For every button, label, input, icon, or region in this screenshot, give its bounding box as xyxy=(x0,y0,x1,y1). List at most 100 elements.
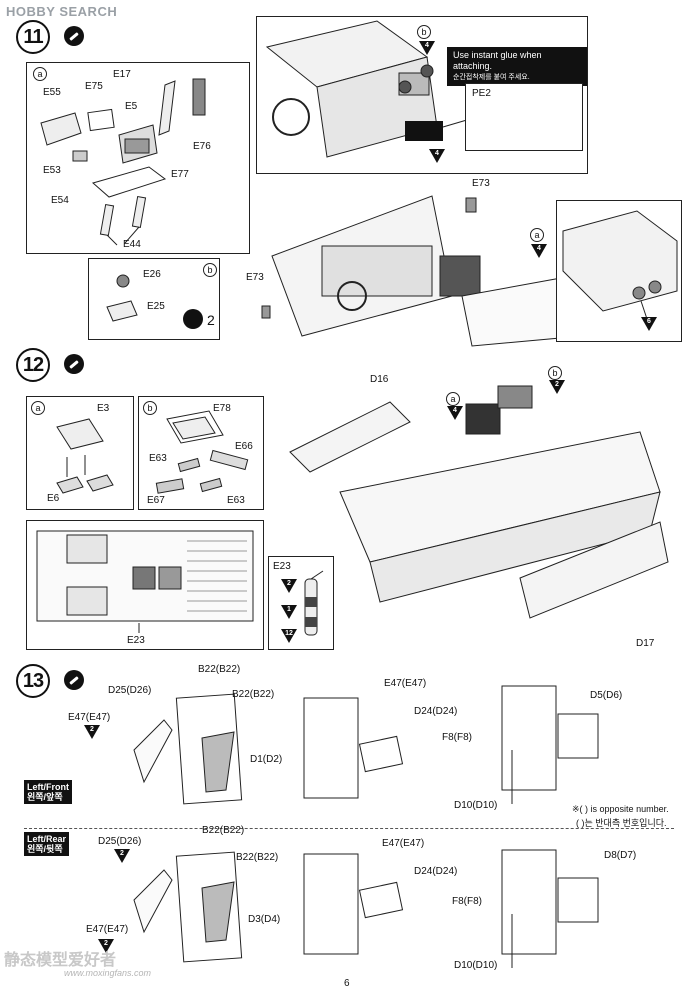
step12-plan-view: E23 xyxy=(26,520,264,650)
order-marker: 2 xyxy=(84,725,100,739)
part-label: E66 xyxy=(235,441,253,452)
row2-door3-drawing xyxy=(501,849,599,968)
order-marker: 1 xyxy=(281,605,297,619)
part-label: D8(D7) xyxy=(604,850,637,861)
part-label: E55 xyxy=(43,87,61,98)
part-label: E78 xyxy=(213,403,231,414)
part-label: D10(D10) xyxy=(454,960,498,971)
part-label: E26 xyxy=(143,269,161,280)
step11-right-inset: 6 xyxy=(556,200,682,342)
sub-label-a: a xyxy=(31,401,45,415)
extinguisher-drawing xyxy=(304,570,324,636)
step12-extinguisher: E23 2 1 12 xyxy=(268,556,334,650)
part-label: B22(B22) xyxy=(236,852,279,863)
watermark-url: www.moxingfans.com xyxy=(64,968,152,978)
sub-label-b: b xyxy=(203,263,217,277)
part-label: E5 xyxy=(125,101,138,112)
order-marker: 6 xyxy=(641,317,657,331)
step-12-number: 12 xyxy=(16,348,50,382)
part-label: E44 xyxy=(123,239,141,250)
sub-label-b: b xyxy=(548,366,562,380)
sub-label-a: a xyxy=(446,392,460,406)
order-marker: 2 xyxy=(549,380,565,394)
part-label: E6 xyxy=(47,493,60,504)
part-label: E73 xyxy=(472,178,490,189)
row-divider xyxy=(24,828,674,829)
step12-main-drawing xyxy=(289,385,669,619)
glue-icon xyxy=(64,26,84,46)
side-tag: Left/Front 왼쪽/앞쪽 xyxy=(24,780,72,804)
order-marker: 12 xyxy=(281,629,297,643)
site-logo: HOBBY SEARCH xyxy=(6,4,118,19)
order-marker: 4 xyxy=(447,406,463,420)
part-label: E73 xyxy=(246,272,264,283)
glue-note-en: Use instant glue when attaching. xyxy=(453,50,542,71)
side-tag-en: Left/Rear xyxy=(27,834,67,844)
order-marker: 4 xyxy=(531,244,547,258)
step12-box-a: a E3 E6 xyxy=(26,396,134,510)
part-label: E23 xyxy=(127,635,145,646)
step12-box-a-drawing xyxy=(56,418,114,494)
part-label: F8(F8) xyxy=(452,896,482,907)
part-label: D1(D2) xyxy=(250,754,283,765)
part-label: E3 xyxy=(97,403,110,414)
part-label: E63 xyxy=(227,495,245,506)
order-marker: 2 xyxy=(98,939,114,953)
part-label: D17 xyxy=(636,638,655,649)
sub-label-a: a xyxy=(530,228,544,242)
pe2-callout: PE2 xyxy=(465,83,583,151)
part-label: E47(E47) xyxy=(382,838,425,849)
glue-icon xyxy=(64,354,84,374)
sub-label-a: a xyxy=(33,67,47,81)
part-label: D24(D24) xyxy=(414,706,458,717)
step11-box-b-drawing xyxy=(106,274,203,329)
part-label: D25(D26) xyxy=(108,685,152,696)
mark-count: 2 xyxy=(207,312,215,328)
part-label: E75 xyxy=(85,81,103,92)
row1-door3-drawing xyxy=(501,685,599,804)
step-11-number: 11 xyxy=(16,20,50,54)
part-label: E47(E47) xyxy=(86,924,129,935)
part-label: B22(B22) xyxy=(198,664,241,675)
side-tag-ko: 왼쪽/앞쪽 xyxy=(27,792,63,802)
opposite-note-ko: ( )는 반대측 번호입니다. xyxy=(576,818,667,828)
sub-label-b: b xyxy=(417,25,431,39)
step11-box-b: b E26 E25 2 xyxy=(88,258,220,340)
row2-door2-drawing xyxy=(303,853,404,955)
part-label: D3(D4) xyxy=(248,914,281,925)
glue-note: Use instant glue when attaching. 순간접착제를 … xyxy=(447,47,587,86)
part-label: D25(D26) xyxy=(98,836,142,847)
part-label: E23 xyxy=(273,561,291,572)
part-label: B22(B22) xyxy=(202,825,245,836)
step12-box-b: b E78 E63 E66 E67 E63 xyxy=(138,396,264,510)
part-label: B22(B22) xyxy=(232,689,275,700)
part-label: E63 xyxy=(149,453,167,464)
right-inset-drawing xyxy=(562,210,678,320)
part-label: D16 xyxy=(370,374,389,385)
opposite-note-en: ※( ) is opposite number. xyxy=(572,804,669,814)
glue-icon xyxy=(64,670,84,690)
order-marker: 2 xyxy=(114,849,130,863)
part-label: PE2 xyxy=(472,88,491,99)
row2-door-drawing xyxy=(133,851,243,963)
part-label: E25 xyxy=(147,301,165,312)
glue-note-ko: 순간접착제를 붙여 주세요. xyxy=(453,74,530,81)
part-label: E17 xyxy=(113,69,131,80)
step11-interior-inset: b 4 Use instant glue when attaching. 순간접… xyxy=(256,16,588,174)
row1-door2-drawing xyxy=(303,697,404,799)
step-13-number: 13 xyxy=(16,664,50,698)
part-label: F8(F8) xyxy=(442,732,472,743)
plan-view-drawing xyxy=(36,530,254,633)
part-label: E47(E47) xyxy=(68,712,111,723)
order-marker: 2 xyxy=(281,579,297,593)
part-label: E54 xyxy=(51,195,69,206)
step11-box-a: a E55 E75 E17 E5 E53 E54 E77 E76 E44 xyxy=(26,62,250,254)
side-tag: Left/Rear 왼쪽/뒷쪽 xyxy=(24,832,70,856)
page-number: 6 xyxy=(344,978,350,989)
side-tag-en: Left/Front xyxy=(27,782,69,792)
side-tag-ko: 왼쪽/뒷쪽 xyxy=(27,844,63,854)
part-label: D5(D6) xyxy=(590,690,623,701)
part-label: E47(E47) xyxy=(384,678,427,689)
part-label: E53 xyxy=(43,165,61,176)
part-label: D10(D10) xyxy=(454,800,498,811)
